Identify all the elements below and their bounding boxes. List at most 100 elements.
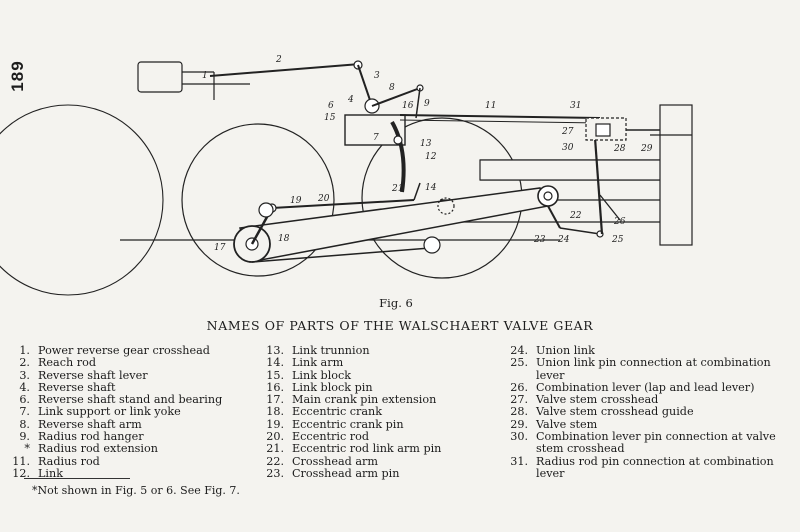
middle-driving-wheel — [181, 123, 335, 277]
part-item: 29.Valve stem — [506, 417, 796, 431]
part-item: 15.Link block — [262, 368, 522, 382]
part-item: 14.Link arm — [262, 356, 522, 370]
radius-rod — [399, 114, 601, 119]
part-label: Radius rod — [38, 454, 100, 468]
combination-lever — [592, 123, 604, 235]
part-item: 23.Crosshead arm pin — [262, 466, 522, 480]
part-number: 28. — [510, 405, 528, 419]
callout-15: 15 — [324, 113, 336, 123]
part-number: 30. — [510, 430, 528, 444]
callout-20: 20 — [317, 194, 330, 204]
part-label: Reach rod — [38, 356, 96, 370]
part-number: 27. — [510, 393, 528, 407]
part-label: Link support or link yoke — [38, 405, 181, 419]
part-label: Valve stem — [536, 417, 598, 431]
parts-list-column-3: 24. Union link 25. Union link pin connectio… — [506, 344, 796, 481]
part-label: Radius rod pin connection at combination… — [536, 454, 774, 480]
part-label: Main crank pin extension — [292, 393, 437, 407]
part-number: 2. — [19, 356, 30, 370]
part-item: 20. Eccentric rod — [262, 430, 522, 444]
part-label: Valve stem crosshead guide — [536, 405, 694, 419]
callout-7: 7 — [373, 133, 379, 143]
part-item: 16. Link block pin — [262, 380, 522, 394]
part-number: 17. — [266, 393, 284, 407]
part-label: Power reverse gear crosshead — [38, 344, 210, 357]
crosshead — [537, 185, 559, 207]
part-label: Union link — [536, 344, 595, 357]
footnote-rule — [24, 478, 130, 479]
footnote: *Not shown in Fig. 5 or 6. See Fig. 7. — [32, 484, 240, 497]
part-label: Link trunnion — [292, 344, 370, 357]
callout-25: 25 — [611, 235, 624, 245]
part-item: 2. Reach rod — [8, 356, 270, 370]
part-item: 27. Valve stem crosshead — [506, 393, 796, 407]
part-number: 20. — [266, 430, 284, 444]
callout-17: 17 — [214, 243, 226, 253]
part-number: 12. — [12, 466, 30, 480]
part-number: 25. — [510, 356, 528, 370]
callout-31: 31 — [570, 101, 581, 111]
part-label: Union link pin connection at combination… — [536, 356, 771, 382]
part-label: Radius rod extension — [38, 442, 158, 456]
part-number: 9. — [19, 430, 30, 444]
part-number: 24. — [510, 344, 528, 357]
part-label: Valve stem crosshead — [536, 393, 659, 407]
callout-11: 11 — [485, 101, 496, 111]
part-number: * — [24, 442, 30, 456]
callout-18: 18 — [278, 234, 290, 244]
eccentric-rod — [271, 199, 415, 209]
part-item: 28. Valve stem crosshead guide — [506, 405, 796, 419]
part-number: 3. — [19, 368, 30, 382]
part-number: 4. — [19, 380, 30, 394]
callout-28: 28 — [613, 144, 626, 154]
callout-3: 3 — [374, 71, 380, 81]
part-number: 6. — [19, 393, 30, 407]
part-item: 24. Union link — [506, 344, 796, 357]
part-number: 18. — [266, 405, 284, 419]
part-number: 13. — [266, 344, 284, 357]
part-item: 9. Radius rod hanger — [8, 430, 270, 444]
part-label: Reverse shaft — [38, 380, 116, 394]
part-label: Reverse shaft stand and bearing — [38, 393, 223, 407]
part-item: 4. Reverse shaft — [8, 380, 270, 394]
part-number: 23. — [266, 466, 284, 480]
part-label: Reverse shaft arm — [38, 417, 142, 431]
callout-14: 14 — [425, 183, 437, 193]
part-label: Crosshead arm — [292, 454, 378, 468]
part-label: Eccentric rod — [292, 430, 370, 444]
callout-16: 16 — [402, 101, 414, 111]
callout-23: 23 — [533, 235, 546, 245]
part-number: 15. — [266, 368, 284, 382]
callout-27: 27 — [561, 127, 574, 137]
callout-9: 9 — [424, 99, 430, 109]
callout-2: 2 — [275, 55, 282, 65]
part-label: Eccentric crank pin — [292, 417, 404, 431]
part-item: 21.Eccentric rod link arm pin — [262, 443, 522, 456]
part-item: 17. Main crank pin extension — [262, 393, 522, 407]
part-item: 1.Power reverse gear crosshead — [8, 344, 270, 357]
part-item: 22.Crosshead arm — [262, 454, 522, 468]
part-label: Link block pin — [292, 380, 373, 394]
callout-19: 19 — [290, 196, 302, 206]
part-number: 16. — [266, 380, 284, 394]
part-number: 14. — [266, 356, 284, 370]
callout-29: 29 — [640, 144, 653, 154]
part-item: 11.Radius rod — [8, 454, 270, 468]
callout-12: 12 — [425, 152, 437, 162]
part-item: * Radius rod extension — [8, 442, 270, 456]
callout-6: 6 — [328, 101, 334, 111]
callout-26: 26 — [613, 217, 626, 227]
part-item: 26.Combination lever (lap and lead lever… — [506, 381, 796, 394]
part-label: Radius rod hanger — [38, 430, 144, 444]
callout-1: 1 — [202, 71, 208, 81]
part-item: 8.Reverse shaft arm — [8, 417, 270, 431]
parts-heading: NAMES OF PARTS OF THE WALSCHAERT VALVE G… — [206, 318, 594, 333]
part-number: 7. — [19, 405, 30, 419]
part-item: 31.Radius rod pin connection at combinat… — [506, 454, 796, 481]
callout-13: 13 — [420, 139, 432, 149]
callout-21: 21 — [391, 184, 403, 194]
power-reverse-cylinder — [137, 61, 183, 93]
part-label: Link — [38, 466, 63, 480]
